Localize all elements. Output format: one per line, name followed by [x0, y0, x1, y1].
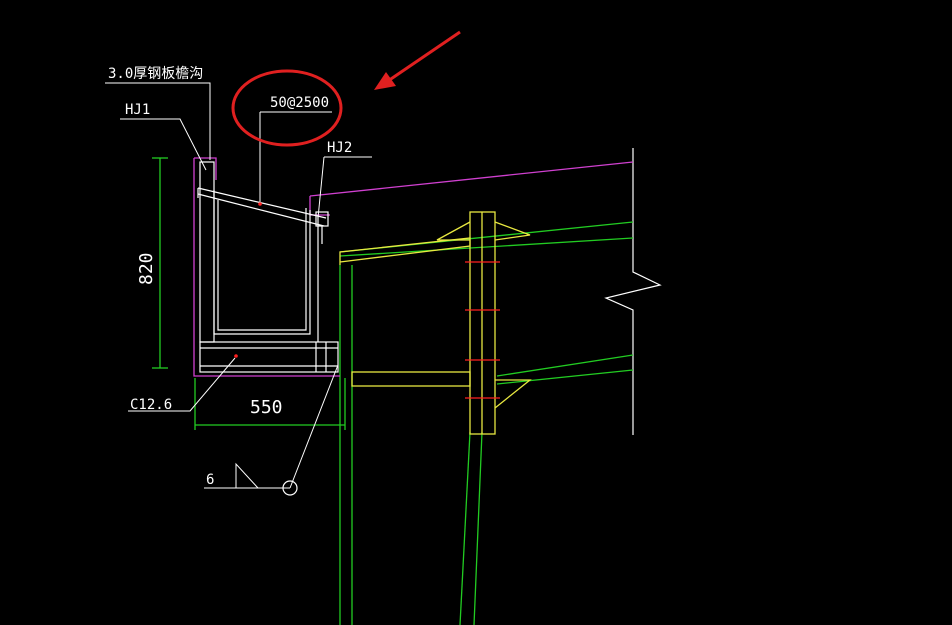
annotation-arrow-icon: [374, 30, 461, 90]
label-hj1: HJ1: [125, 102, 150, 118]
label-gutter: 3.0厚钢板檐沟: [108, 66, 203, 82]
white-gutter: [197, 161, 339, 373]
weld-circle-icon: [282, 480, 298, 496]
red-marks: [465, 261, 500, 399]
leader-lines: [105, 82, 372, 489]
annotation-circle: [231, 69, 343, 147]
channel-point-marker: [234, 354, 238, 358]
label-weld-size: 6: [206, 472, 214, 488]
label-height-dim: 820: [136, 252, 157, 285]
wall-break-line: [604, 148, 662, 435]
green-beam-lines: [152, 157, 634, 625]
yellow-steel: [339, 211, 532, 435]
label-rod-spacing: 50@2500: [270, 95, 329, 111]
label-channel: C12.6: [130, 397, 172, 413]
label-hj2: HJ2: [327, 140, 352, 156]
label-width-dim: 550: [250, 397, 283, 418]
rod-point-marker: [258, 202, 262, 206]
